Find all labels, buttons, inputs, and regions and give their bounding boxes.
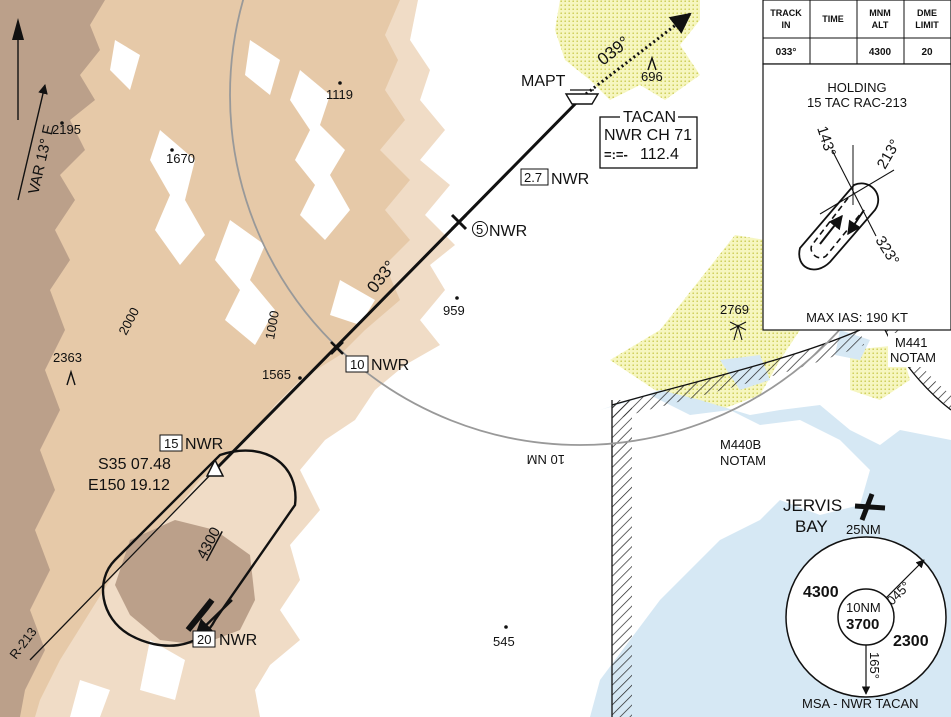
fix-10: 10 NWR (345, 355, 409, 374)
fix-15-triangle (205, 458, 225, 477)
spot-height: 2363 (53, 350, 82, 365)
fix-name: NWR (219, 632, 257, 649)
fix-name: NWR (185, 436, 223, 453)
fix-number: 2.7 (524, 170, 542, 185)
spot-height: 1670 (166, 151, 195, 166)
table-cell: 4300 (869, 47, 892, 58)
airspace-m440b-line2: NOTAM (720, 453, 766, 468)
msa-range: 25NM (846, 522, 881, 537)
restricted-area-m440b (611, 329, 864, 717)
terrain-high-area (0, 0, 105, 717)
fix-15: 15 NWR (159, 434, 223, 453)
airspace-m441-line1: M441 (895, 335, 928, 350)
approach-track (29, 12, 692, 661)
fix-name: NWR (489, 223, 527, 240)
table-header: MNM (869, 8, 891, 18)
airspace-m441-line2: NOTAM (890, 350, 936, 365)
valley (110, 40, 140, 90)
mapt-label: MAPT (521, 73, 566, 90)
fix-5: 5 NWR (472, 221, 527, 240)
airport-icon (854, 493, 886, 521)
tacan-title: TACAN (623, 109, 676, 126)
fix-15-longitude: E150 19.12 (88, 477, 170, 494)
fix-number: 20 (197, 632, 211, 647)
valley (215, 220, 275, 345)
spot-height: 696 (641, 69, 663, 84)
holding-subtitle: 15 TAC RAC-213 (807, 95, 907, 110)
spot-heights: 1119 2195 1670 696 959 2769 2363 1565 54… (52, 69, 749, 649)
fix-number: 5 (476, 222, 483, 237)
msa-sector-se: 2300 (893, 633, 929, 650)
spot-height: 1119 (326, 87, 353, 102)
valley (150, 130, 205, 265)
table-header: IN (782, 20, 791, 30)
fix-10-cross (330, 341, 344, 355)
msa-title: MSA - NWR TACAN (802, 696, 919, 711)
fix-5-cross (450, 213, 468, 231)
tacan-symbol (564, 89, 600, 105)
holding-racetrack (798, 182, 880, 271)
msa-inner-radius: 10NM (846, 600, 881, 615)
obstacle-icon (66, 369, 76, 386)
fix-2-7: 2.7 NWR (520, 168, 589, 188)
table-cell: 20 (921, 47, 933, 58)
spot-height: 959 (443, 303, 465, 318)
terrain-mid-area (0, 0, 410, 717)
spot-height: 2769 (720, 302, 749, 317)
ring-label: 10 NM (527, 452, 565, 467)
fix-number: 15 (164, 436, 178, 451)
built-up-area-north (555, 0, 700, 100)
valley (140, 640, 185, 700)
fix-markers (205, 213, 468, 477)
msa-diagram: 25NM 10NM 3700 4300 2300 045° 165° MSA -… (785, 522, 947, 711)
spot-height: 2195 (52, 122, 81, 137)
contour-label: 1000 (262, 309, 282, 340)
terrain-layer (0, 0, 455, 717)
table-header: LIMIT (915, 20, 939, 30)
table-header: DME (917, 8, 937, 18)
fix-20: 20 NWR (192, 630, 257, 649)
table-header: TRACK (770, 8, 802, 18)
msa-bearing-2: 165° (867, 652, 882, 679)
valley (290, 70, 350, 240)
tacan-frequency: 112.4 (640, 146, 679, 163)
tacan-ident: NWR CH 71 (604, 127, 692, 144)
obstacle-icon (647, 55, 657, 71)
var-indicator (12, 18, 48, 201)
obstacle-symbols (66, 55, 747, 386)
obstacle-icon (729, 321, 747, 341)
valley (330, 280, 375, 325)
airspace-m440b-line1: M440B (720, 437, 761, 452)
airport-name-line2: BAY (795, 517, 828, 536)
holding-title: HOLDING (827, 80, 886, 95)
airport-name-line1: JERVIS (783, 496, 842, 515)
spot-height: 545 (493, 634, 515, 649)
fix-15-latitude: S35 07.48 (98, 456, 171, 473)
table-header: TIME (822, 14, 844, 24)
msa-sector-nw: 4300 (803, 584, 839, 601)
tacan-morse: =:=- (604, 147, 628, 162)
spot-height: 1565 (262, 367, 291, 382)
fix-name: NWR (551, 171, 589, 188)
tacan-info-box: TACAN NWR CH 71 =:=- 112.4 (599, 108, 698, 169)
valley (245, 40, 280, 95)
msa-inner-alt: 3700 (846, 616, 879, 633)
fix-number: 10 (350, 357, 364, 372)
table-header: ALT (872, 20, 889, 30)
hold-pattern-map (101, 449, 297, 647)
track-table: TRACK IN TIME MNM ALT DME LIMIT 033° 430… (762, 0, 951, 65)
table-cell: 033° (776, 47, 797, 58)
fix-name: NWR (371, 357, 409, 374)
holding-inset: HOLDING 15 TAC RAC-213 143° 213° 323° MA… (762, 63, 951, 331)
valley (70, 680, 110, 717)
holding-max-ias: MAX IAS: 190 KT (806, 310, 908, 325)
